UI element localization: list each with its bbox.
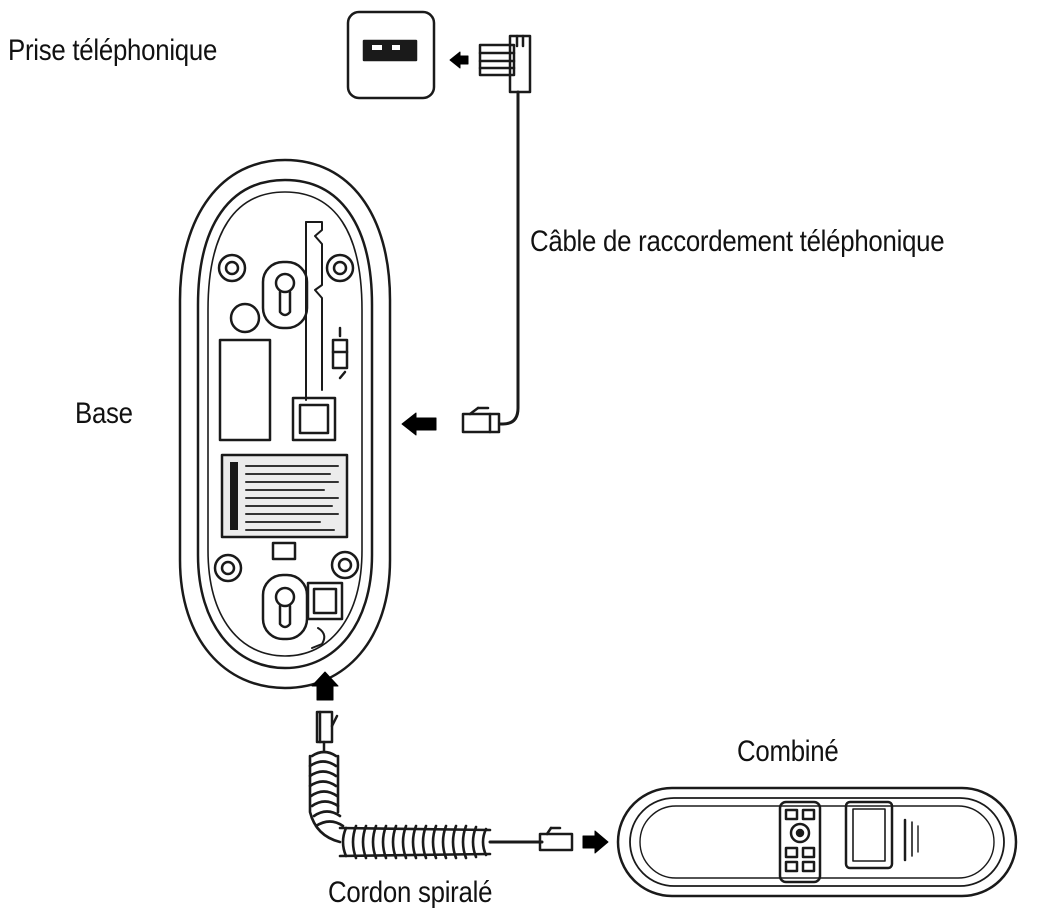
wall-jack-label: Prise téléphonique xyxy=(8,34,218,67)
coiled-cord-label: Cordon spiralé xyxy=(328,876,493,909)
line-cable xyxy=(498,90,520,426)
arrow-icon xyxy=(582,830,609,854)
arrow-icon xyxy=(401,412,437,436)
modular-plug-icon xyxy=(461,406,501,434)
line-cable-label: Câble de raccordement téléphonique xyxy=(530,225,945,258)
arrow-icon xyxy=(449,51,469,69)
wall-jack-icon xyxy=(346,10,436,100)
arrow-icon xyxy=(311,671,339,701)
base-label: Base xyxy=(75,397,133,430)
coiled-cord xyxy=(308,710,574,860)
base-unit xyxy=(178,158,392,690)
modular-plug-icon xyxy=(478,34,532,94)
handset-unit xyxy=(616,786,1018,898)
handset-label: Combiné xyxy=(737,735,839,768)
